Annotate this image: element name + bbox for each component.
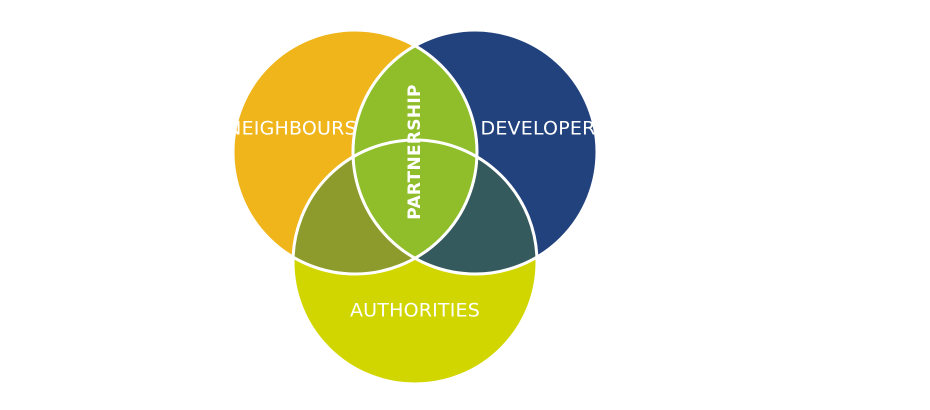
neighbours-label: NEIGHBOURS (227, 118, 357, 140)
authorities-outline (291, 138, 539, 386)
partnership-label: PARTNERSHIP (405, 84, 425, 219)
developer-label: DEVELOPER (481, 118, 596, 140)
developer-outline (351, 28, 599, 276)
neighbours-outline (231, 28, 479, 276)
authorities-label: AUTHORITIES (350, 300, 480, 322)
